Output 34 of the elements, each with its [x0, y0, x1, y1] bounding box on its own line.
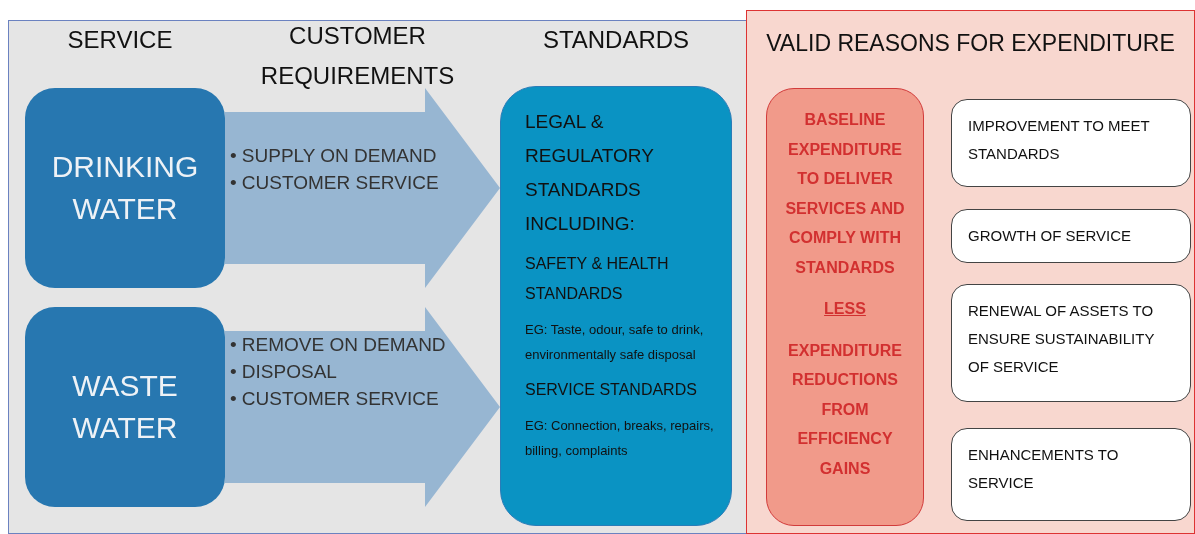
- description-text: IMPROVEMENT TO MEET STANDARDS: [968, 116, 1151, 164]
- baseline-box: [766, 88, 924, 526]
- expenditure-panel: [746, 10, 1195, 534]
- box-title: WASTE WATER: [71, 368, 179, 446]
- reason-box: [951, 428, 1191, 521]
- service-box: [25, 88, 225, 288]
- list-item: • CUSTOMER SERVICE: [228, 171, 440, 195]
- description-text: LESS: [823, 299, 867, 319]
- description-text: BASELINE EXPENDITURE TO DELIVER SERVICES AND COMPLY WITH STANDARDS: [784, 110, 906, 278]
- description-text: GROWTH OF SERVICE: [968, 226, 1133, 246]
- column-heading: STANDARDS: [541, 25, 691, 55]
- standards-box: [500, 86, 732, 526]
- list-item: • REMOVE ON DEMAND: [228, 333, 447, 357]
- box-title: DRINKING WATER: [50, 149, 200, 227]
- reason-box: [951, 284, 1191, 402]
- panel-heading: VALID REASONS FOR EXPENDITURE: [765, 29, 1176, 58]
- subheading: SAFETY & HEALTH STANDARDS: [525, 254, 670, 304]
- reason-box: [951, 209, 1191, 263]
- subheading: SERVICE STANDARDS: [525, 380, 698, 400]
- example-text: EG: Connection, breaks, repairs, billing, complaints: [525, 417, 715, 460]
- service-box: [25, 307, 225, 507]
- heading: LEGAL & REGULATORY STANDARDS INCLUDING:: [525, 110, 655, 236]
- list-item: • SUPPLY ON DEMAND: [228, 144, 438, 168]
- description-text: RENEWAL OF ASSETS TO ENSURE SUSTAINABILITY OF SERVICE: [968, 301, 1156, 377]
- column-heading: CUSTOMER REQUIREMENTS: [259, 21, 456, 91]
- example-text: EG: Taste, odour, safe to drink, environmentally safe disposal: [525, 321, 705, 364]
- block-arrow: [225, 307, 500, 507]
- column-heading: SERVICE: [66, 25, 174, 55]
- list-item: • CUSTOMER SERVICE: [228, 387, 440, 411]
- block-arrow: [225, 88, 500, 288]
- reason-box: [951, 99, 1191, 187]
- description-text: ENHANCEMENTS TO SERVICE: [968, 445, 1120, 493]
- description-text: EXPENDITURE REDUCTIONS FROM EFFICIENCY GAINS: [787, 340, 903, 479]
- list-item: • DISPOSAL: [228, 360, 338, 384]
